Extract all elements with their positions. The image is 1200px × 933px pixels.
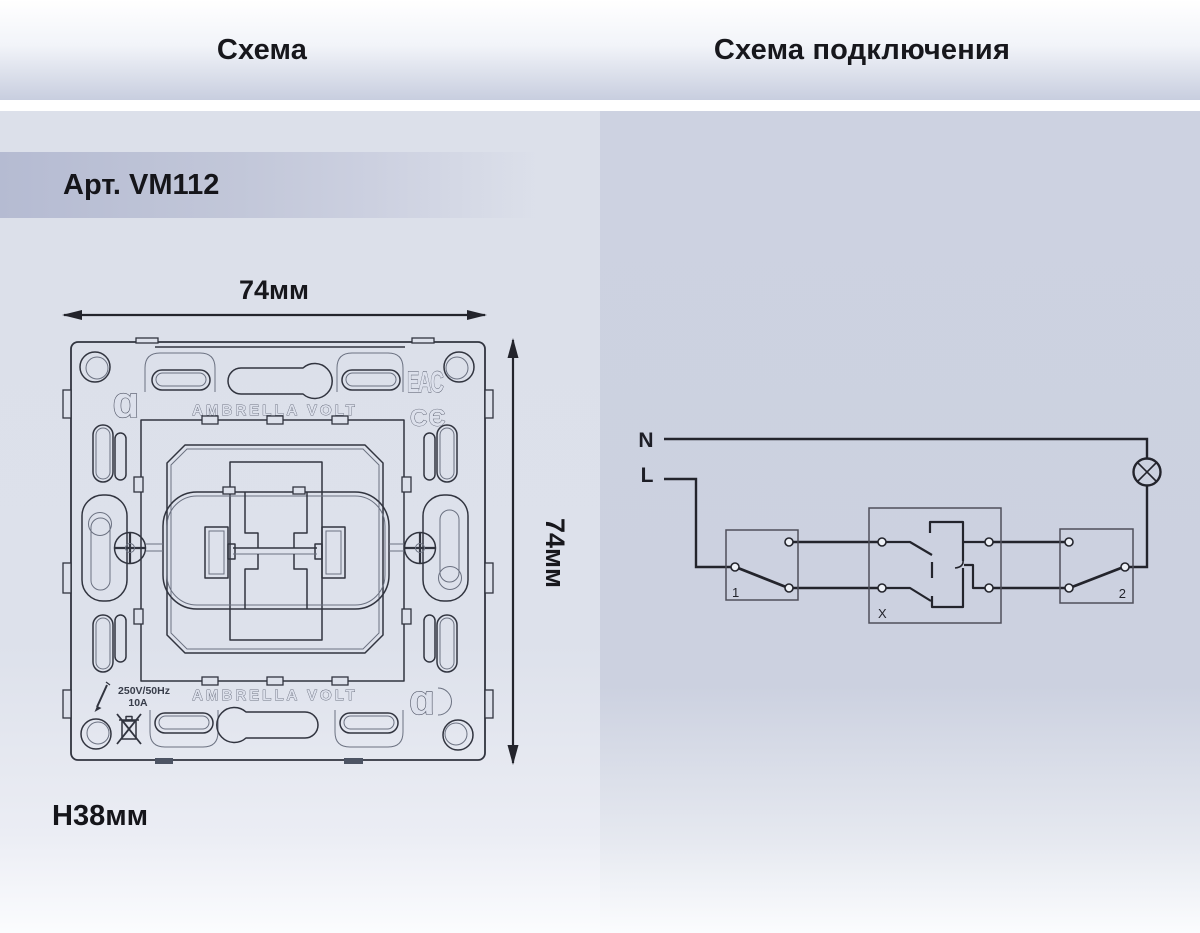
frame-tabs	[62, 337, 494, 764]
top-slot-row	[144, 352, 404, 400]
frame-outline	[70, 341, 486, 761]
corner-screw-holes	[79, 351, 475, 751]
connection-panel	[600, 111, 1200, 933]
rating-current: 10A	[128, 697, 148, 709]
height-dimension: 74мм	[507, 338, 570, 765]
brand-logo-icon-bottom: ɑ	[409, 676, 435, 723]
crossover-label: X	[878, 606, 887, 621]
header-cell-connection: Схема подключения	[600, 0, 1200, 100]
crossover-contact-hook	[954, 559, 964, 569]
mechanism-housing	[133, 415, 412, 686]
scheme-panel	[0, 111, 600, 933]
switch2-box: 2	[1059, 528, 1134, 604]
brand-logo-icon: ɑ	[113, 378, 140, 427]
width-dimension-label: 74мм	[239, 275, 309, 305]
width-dimension: 74мм	[62, 275, 487, 320]
top-keyhole-slot	[227, 362, 333, 400]
crossover-upper-blade	[886, 540, 934, 578]
left-side-cutouts	[81, 424, 128, 673]
brand-text-top: AMBRELLA VOLT	[192, 402, 358, 419]
left-adjuster-screw	[113, 531, 163, 565]
crossover-box: X	[868, 507, 1002, 624]
neutral-wire	[664, 437, 1149, 458]
switch2-blade	[1070, 566, 1123, 589]
live-wire	[664, 477, 731, 569]
article-badge: Арт. VM112	[0, 152, 600, 218]
screwdriver-icon	[94, 681, 111, 712]
lamp-icon	[1132, 457, 1162, 487]
crossover-step-link	[964, 563, 985, 590]
switch1-box: 1	[725, 529, 799, 601]
arrow-right-icon	[467, 310, 487, 320]
crossover-bottom-bridge	[930, 568, 965, 609]
switch1-label: 1	[732, 585, 739, 600]
right-adjuster-screw	[389, 531, 437, 565]
logo-crescent	[437, 687, 452, 716]
header-row: Схема Схема подключения	[0, 0, 1200, 100]
live-label: L	[641, 464, 654, 487]
rocker	[162, 486, 390, 610]
neutral-label: N	[638, 429, 653, 452]
header-divider	[0, 100, 1200, 111]
wiring-diagram: N L 1	[638, 429, 1162, 624]
header-cell-scheme: Схема	[0, 0, 600, 100]
height-dimension-label: 74мм	[540, 518, 570, 588]
weee-bin-icon	[116, 713, 142, 745]
depth-label: H38мм	[52, 800, 149, 832]
switch2-label: 2	[1119, 586, 1126, 601]
mechanism-drawing: 74мм 74мм	[62, 275, 570, 765]
rating-voltage: 250V/50Hz	[118, 685, 170, 697]
eac-mark: EAC	[407, 366, 444, 400]
scheme-title: Схема	[216, 33, 308, 66]
lamp-return-wire	[1129, 485, 1149, 569]
arrow-up-icon	[507, 338, 519, 358]
brand-text-bottom: AMBRELLA VOLT	[192, 687, 358, 704]
switch-mechanism: AMBRELLA VOLT ɑ EAC CЄ	[62, 337, 494, 764]
bottom-keyhole-slot	[216, 706, 319, 744]
arrow-left-icon	[62, 310, 82, 320]
bottom-slot-row	[149, 706, 404, 748]
article-label: Арт. VM112	[63, 168, 220, 201]
arrow-down-icon	[507, 745, 519, 765]
connection-title: Схема подключения	[713, 33, 1011, 66]
switch1-blade	[736, 566, 788, 589]
crossover-top-bridge	[928, 520, 965, 561]
crossover-lower-blade	[886, 586, 932, 602]
traveller-wires	[793, 540, 1065, 590]
